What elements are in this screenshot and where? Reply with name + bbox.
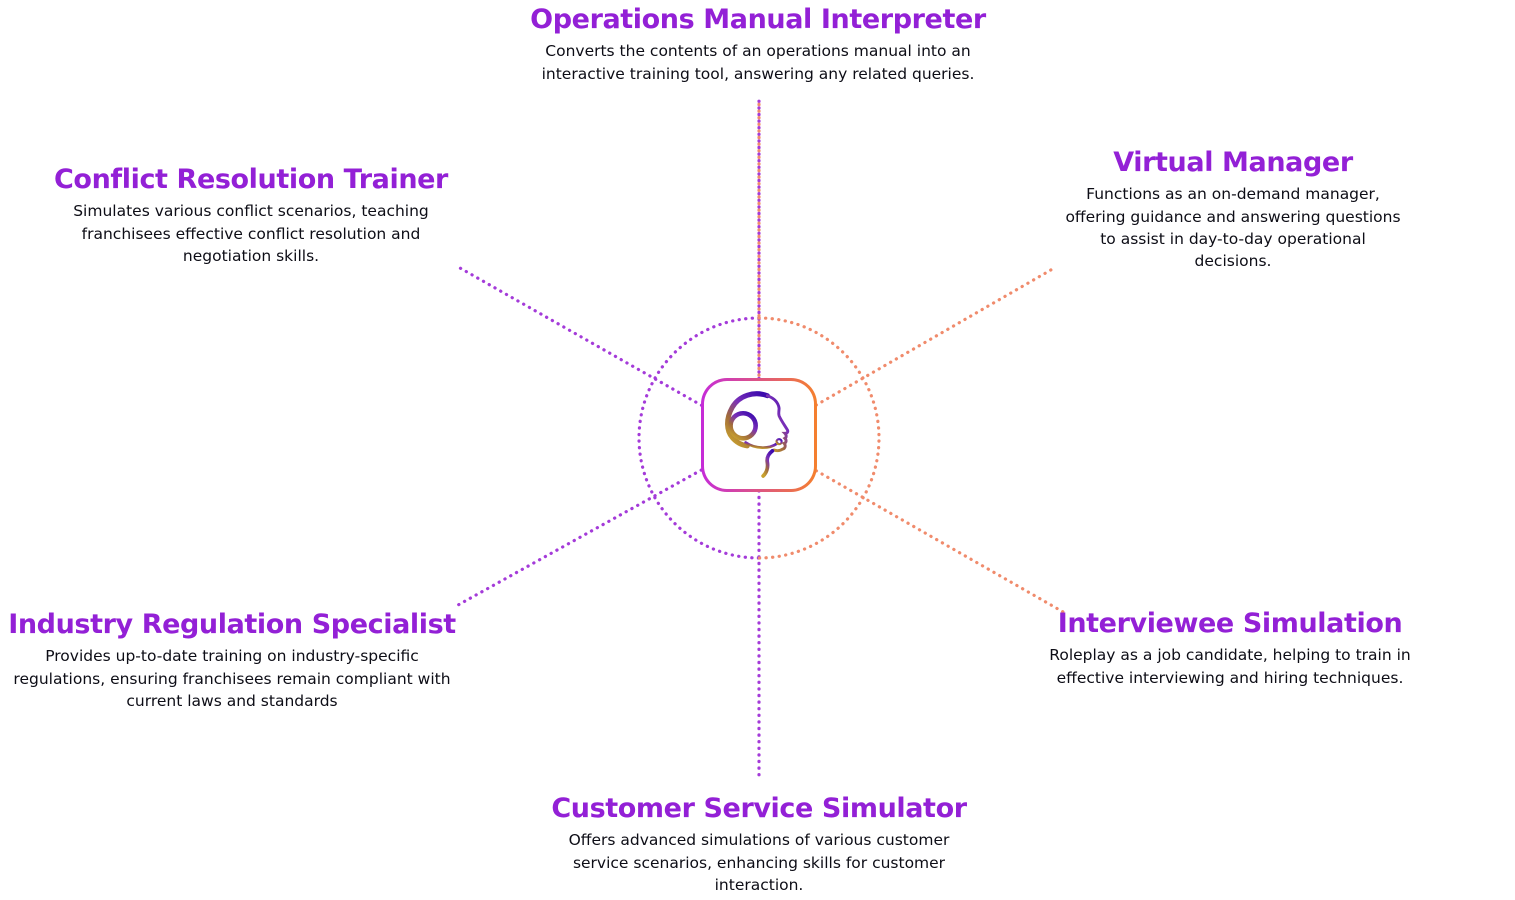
headset-profile-icon: [725, 391, 790, 478]
connector-upper-right: [757, 265, 1058, 440]
node-description: Roleplay as a job candidate, helping to …: [1049, 646, 1411, 687]
node-title: Customer Service Simulator: [551, 793, 967, 824]
node-description: Functions as an on-demand manager, offer…: [1065, 185, 1401, 271]
node-title: Interviewee Simulation: [1057, 608, 1403, 639]
node-description: Converts the contents of an operations m…: [541, 42, 975, 83]
connector-upper-left: [458, 266, 761, 440]
hub-icon-card-inner: [704, 381, 814, 489]
node-industry-regulation-specialist: Industry Regulation Specialist Provides …: [0, 609, 467, 712]
node-title: Virtual Manager: [1113, 147, 1353, 178]
hub-icon-card: [701, 378, 817, 492]
node-description: Simulates various conflict scenarios, te…: [73, 202, 429, 265]
node-description: Provides up-to-date training on industry…: [13, 647, 451, 710]
node-conflict-resolution-trainer: Conflict Resolution Trainer Simulates va…: [16, 164, 486, 267]
node-interviewee-simulation: Interviewee Simulation Roleplay as a job…: [1030, 608, 1430, 689]
node-customer-service-simulator: Customer Service Simulator Offers advanc…: [479, 793, 1039, 896]
node-description: Offers advanced simulations of various c…: [568, 831, 950, 894]
node-operations-manual-interpreter: Operations Manual Interpreter Converts t…: [448, 4, 1068, 85]
node-title: Operations Manual Interpreter: [530, 4, 986, 35]
node-title: Conflict Resolution Trainer: [54, 164, 448, 195]
node-virtual-manager: Virtual Manager Functions as an on-deman…: [1033, 147, 1433, 273]
node-title: Industry Regulation Specialist: [8, 609, 456, 640]
connector-lower-left: [456, 436, 761, 607]
